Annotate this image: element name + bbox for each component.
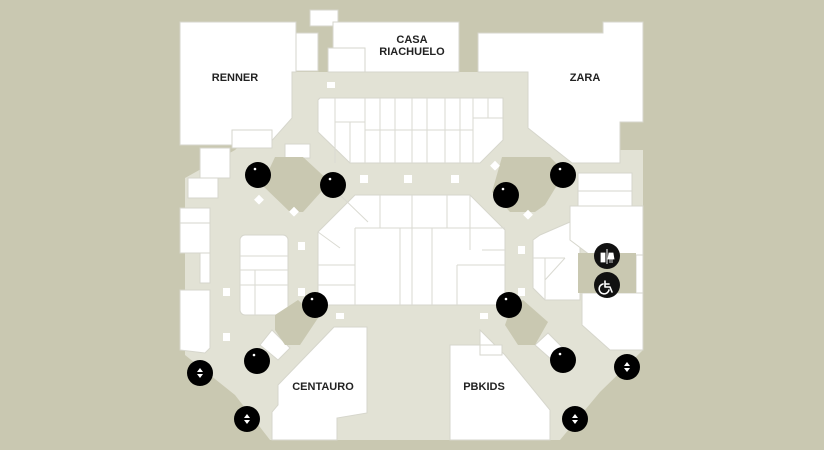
elevator-icon[interactable]	[234, 406, 260, 432]
store-unit[interactable]	[635, 254, 644, 294]
escalator-icon[interactable]	[550, 162, 576, 188]
store-unit[interactable]	[179, 207, 211, 224]
store-unit[interactable]	[199, 252, 211, 284]
store-unit[interactable]	[577, 172, 633, 192]
store-unit[interactable]	[179, 222, 211, 254]
store-unit[interactable]	[479, 344, 503, 356]
store-label-centauro: CENTAURO	[292, 381, 354, 393]
store-pbkids[interactable]	[449, 328, 551, 441]
store-unit[interactable]	[577, 190, 633, 207]
store-unit[interactable]	[187, 177, 219, 199]
store-label-casa-riachuelo: RIACHUELO	[379, 46, 445, 58]
store-label-casa-riachuelo: CASA	[396, 34, 427, 46]
atrium-void	[262, 157, 330, 212]
store-unit[interactable]	[309, 9, 339, 27]
escalator-icon[interactable]	[496, 292, 522, 318]
store-unit[interactable]	[231, 129, 273, 149]
elevator-icon[interactable]	[614, 354, 640, 380]
restroom-icon[interactable]	[594, 243, 620, 269]
store-unit[interactable]	[295, 32, 319, 72]
store-label-zara: ZARA	[570, 72, 601, 84]
store-label-pbkids: PBKIDS	[463, 381, 505, 393]
store-zara[interactable]	[477, 21, 644, 164]
pillars	[223, 82, 533, 341]
store-centauro[interactable]	[271, 326, 368, 441]
store-unit[interactable]	[179, 289, 211, 354]
escalator-icon[interactable]	[244, 348, 270, 374]
store-unit[interactable]	[259, 329, 291, 361]
elevator-icon[interactable]	[187, 360, 213, 386]
store-label-renner: RENNER	[212, 72, 259, 84]
wheelchair-icon[interactable]	[594, 272, 620, 298]
store-unit[interactable]	[284, 143, 311, 159]
elevator-icon[interactable]	[562, 406, 588, 432]
escalator-icon[interactable]	[320, 172, 346, 198]
escalator-icon[interactable]	[245, 162, 271, 188]
escalator-icon[interactable]	[493, 182, 519, 208]
store-unit[interactable]	[199, 147, 231, 179]
store-renner[interactable]	[179, 21, 297, 146]
escalator-icon[interactable]	[550, 347, 576, 373]
store-unit[interactable]	[327, 47, 366, 73]
store-block-west[interactable]	[239, 234, 289, 316]
escalator-icon[interactable]	[302, 292, 328, 318]
